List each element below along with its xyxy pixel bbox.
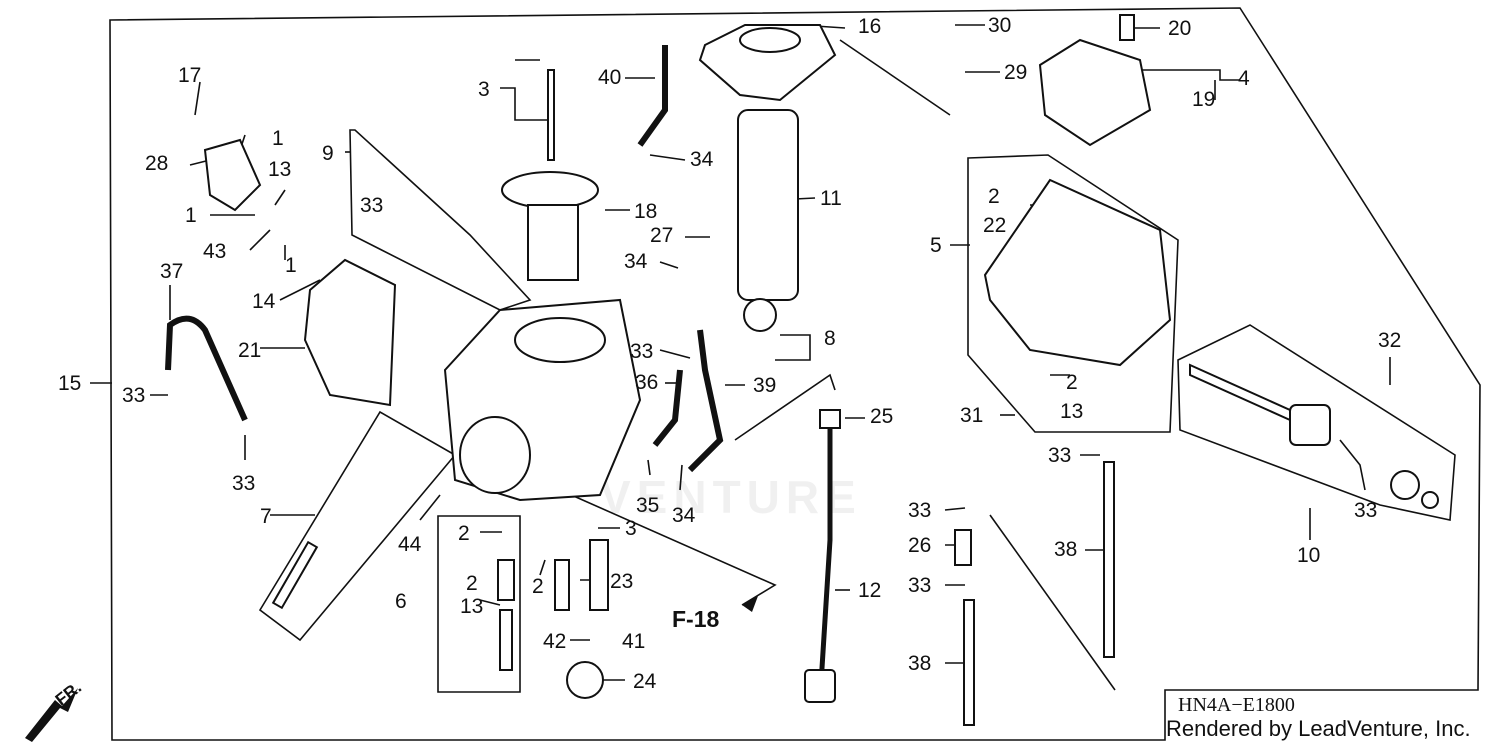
part-callout-19: 19 <box>1192 88 1215 111</box>
part-callout-35: 35 <box>636 494 659 517</box>
part-callout-3: 3 <box>625 517 637 540</box>
fr-arrow-icon <box>25 688 78 742</box>
part-callout-11: 11 <box>820 187 842 210</box>
part-callout-31: 31 <box>960 404 983 427</box>
hose-39 <box>687 329 724 473</box>
bracket-7 <box>258 410 457 642</box>
part-callout-33: 33 <box>122 384 145 407</box>
part-callout-16: 16 <box>858 15 881 38</box>
part-callout-13: 13 <box>1060 400 1083 423</box>
part-callout-2: 2 <box>988 185 1000 208</box>
part-callout-40: 40 <box>598 66 621 89</box>
float-chamber-5 <box>983 178 1172 367</box>
screw-10 <box>1189 363 1291 422</box>
part-callout-37: 37 <box>160 260 183 283</box>
part-callout-27: 27 <box>650 224 673 247</box>
tube-38-upper <box>1103 461 1115 658</box>
part-callout-6: 6 <box>395 590 407 613</box>
hose-40 <box>637 45 668 147</box>
spring-6 <box>497 559 515 601</box>
part-callout-22: 22 <box>983 214 1006 237</box>
part-callout-28: 28 <box>145 152 168 175</box>
diaphragm-11 <box>737 109 799 301</box>
figure-ref-f18: F-18 <box>672 606 720 632</box>
part-callout-1: 1 <box>185 204 197 227</box>
part-callout-44: 44 <box>398 533 422 556</box>
jet-23 <box>589 539 609 611</box>
part-callout-12: 12 <box>858 579 881 602</box>
part-callout-7: 7 <box>260 505 272 528</box>
screw-7 <box>271 540 319 610</box>
hose-36 <box>652 369 683 447</box>
part-callout-42: 42 <box>543 630 566 653</box>
part-callout-4: 4 <box>1238 67 1250 90</box>
part-callout-33: 33 <box>360 194 383 217</box>
diagram-code: HN4A−E1800 <box>1178 694 1295 716</box>
part-callout-38: 38 <box>1054 538 1077 561</box>
part-callout-1: 1 <box>272 127 284 150</box>
part-callout-24: 24 <box>633 670 657 693</box>
choke-28 <box>203 138 262 212</box>
part-callout-2: 2 <box>466 572 478 595</box>
part-callout-43: 43 <box>203 240 226 263</box>
top-cover-16 <box>698 24 837 102</box>
part-callout-2: 2 <box>458 522 470 545</box>
jet-42 <box>554 559 570 611</box>
part-callout-32: 32 <box>1378 329 1401 352</box>
part-callout-33: 33 <box>1354 499 1377 522</box>
part-callout-33: 33 <box>908 499 931 522</box>
part-callout-5: 5 <box>930 234 942 257</box>
part-callout-9: 9 <box>322 142 334 165</box>
needle-6 <box>499 609 513 671</box>
part-callout-2: 2 <box>532 575 544 598</box>
part-callout-38: 38 <box>908 652 931 675</box>
bracket-6 <box>437 515 521 693</box>
wire-12 <box>817 410 833 701</box>
part-callout-20: 20 <box>1168 17 1191 40</box>
bracket-5 <box>967 154 1179 433</box>
part-callout-21: 21 <box>238 339 261 362</box>
nut-24 <box>566 661 604 699</box>
bracket-10 <box>1177 324 1456 521</box>
cover-21 <box>303 258 397 407</box>
part-callout-13: 13 <box>460 595 483 618</box>
part-callout-15: 15 <box>58 372 81 395</box>
part-callout-26: 26 <box>908 534 931 557</box>
part-callout-8: 8 <box>824 327 836 350</box>
credit-text: Rendered by LeadVenture, Inc. <box>1166 716 1471 741</box>
watermark: VENTURE <box>600 471 862 523</box>
part-callout-36: 36 <box>635 371 658 394</box>
part-callout-17: 17 <box>178 64 201 87</box>
bracket-9 <box>349 129 532 311</box>
part-callout-10: 10 <box>1297 544 1320 567</box>
piston-18 <box>501 171 599 209</box>
part-callout-34: 34 <box>672 504 696 527</box>
part-callout-1: 1 <box>285 254 297 277</box>
part-callout-34: 34 <box>690 148 714 171</box>
hose-37 <box>165 315 248 422</box>
part-callout-33: 33 <box>1048 444 1071 467</box>
part-callout-41: 41 <box>622 630 645 653</box>
part-callout-23: 23 <box>610 570 633 593</box>
part-callout-25: 25 <box>870 405 893 428</box>
part-callout-30: 30 <box>988 14 1011 37</box>
part-callout-33: 33 <box>908 574 931 597</box>
part-callout-29: 29 <box>1004 61 1027 84</box>
part-callout-2: 2 <box>1066 371 1078 394</box>
tube-38-lower <box>963 599 975 726</box>
part-callout-18: 18 <box>634 200 657 223</box>
sensor-4 <box>1038 38 1152 147</box>
part-callout-14: 14 <box>252 290 276 313</box>
part-callout-3: 3 <box>478 78 490 101</box>
part-callout-13: 13 <box>268 158 291 181</box>
f18-arrow <box>742 596 758 612</box>
part-callout-33: 33 <box>232 472 255 495</box>
part-callout-39: 39 <box>753 374 776 397</box>
part-callout-33: 33 <box>630 340 653 363</box>
jet-needle-3 <box>547 69 555 161</box>
part-callout-34: 34 <box>624 250 648 273</box>
outer-frame <box>109 7 1481 741</box>
